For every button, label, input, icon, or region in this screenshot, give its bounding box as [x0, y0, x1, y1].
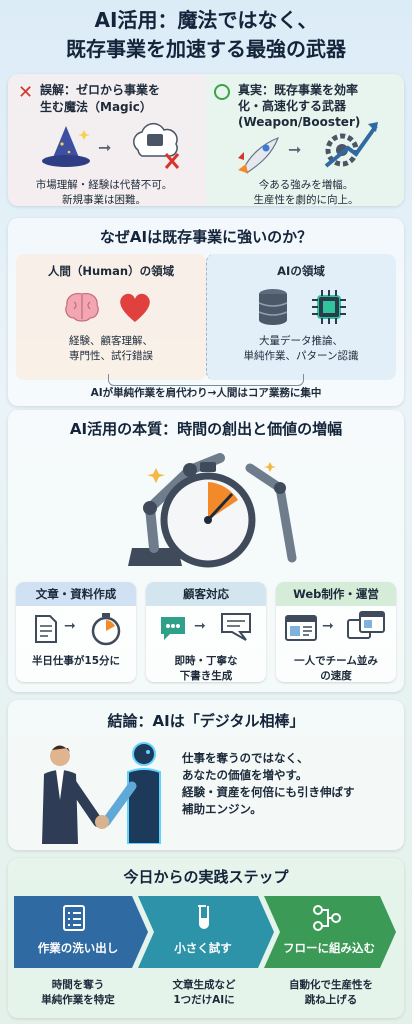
web-arrow-icon: ➞	[322, 618, 334, 634]
myth-arrow-icon: ➞	[98, 138, 112, 157]
reply-bubble-icon	[221, 613, 251, 641]
steps-title: 今日からの実践ステップ	[123, 868, 289, 886]
essence-card-title: 文章・資料作成	[16, 582, 136, 606]
essence-card-desc-documents: 半日仕事が15分に	[31, 655, 121, 667]
heart-icon	[120, 293, 150, 322]
ai-domain-heading: AIの領域	[277, 264, 325, 278]
brain-icon	[65, 293, 99, 322]
human-domain-box	[16, 254, 206, 380]
ai-domain-box	[206, 254, 396, 380]
chip-icon	[312, 290, 346, 324]
essence-title: AI活用の本質：時間の創出と価値の増幅	[69, 420, 343, 438]
step-label-2: 小さく試す	[174, 941, 232, 955]
myth-description: 市場理解・経験は代替不可。 新規事業は困難。	[35, 179, 173, 206]
page-title: AI活用：魔法ではなく、 既存事業を加速する最強の武器	[66, 8, 346, 61]
step-desc-3: 自動化で生産性を 跳ね上げる	[289, 979, 373, 1006]
test-tube-icon	[198, 905, 209, 929]
step-label-1: 作業の洗い出し	[37, 941, 119, 955]
chat-arrow-icon: ➞	[194, 618, 206, 634]
wizard-hat-icon	[42, 126, 90, 167]
truth-column	[206, 74, 404, 206]
truth-description: 今ある強みを増幅。 生産性を劇的に向上。	[253, 179, 359, 206]
chat-bubble-icon	[161, 617, 185, 640]
browser-window-icon	[285, 615, 317, 641]
gear-growth-icon	[324, 122, 378, 168]
checklist-icon	[63, 905, 85, 931]
document-icon	[35, 615, 57, 643]
why-footer: AIが単純作業を肩代わり→人間はコア業務に集中	[90, 387, 322, 399]
myth-x-icon: ✕	[18, 82, 34, 103]
human-domain-description: 経験、顧客理解、 専門性、試行錯誤	[69, 335, 153, 362]
human-ai-handshake-illustration	[42, 742, 161, 844]
ai-domain-description: 大量データ推論、 単純作業、パターン認識	[243, 335, 359, 362]
step-arrows	[14, 896, 396, 968]
timer-icon	[91, 613, 121, 646]
conclusion-message: 仕事を奪うのではなく、 あなたの価値を増やす。 経験・資産を何倍にも引き伸ばす …	[182, 751, 355, 816]
conclusion-title: 結論：AIは「デジタル相棒」	[107, 712, 305, 730]
doc-arrow-icon: ➞	[64, 618, 76, 634]
myth-heading: 誤解：ゼロから事業を 生む魔法（Magic）	[40, 83, 161, 114]
flow-connector	[108, 374, 304, 386]
truth-heading: 真実：既存事業を効率 化・高速化する武器 (Weapon/Booster)	[238, 83, 361, 129]
why-title: なぜAIは既存事業に強いのか？	[99, 228, 313, 246]
step-desc-2: 文章生成など 1つだけAIに	[172, 979, 236, 1006]
multi-window-icon	[347, 611, 385, 639]
truth-arrow-icon: ➞	[288, 140, 302, 159]
essence-card-desc-web: 一人でチーム並み の速度	[294, 655, 378, 682]
essence-card-desc-customer: 即時・丁寧な 下書き生成	[174, 655, 238, 682]
stopwatch-robot-arm-icon	[128, 453, 297, 568]
workflow-icon	[313, 905, 341, 931]
thought-cloud-icon	[133, 122, 180, 169]
human-domain-heading: 人間（Human）の領域	[47, 264, 175, 278]
truth-circle-icon	[214, 84, 230, 100]
database-icon	[258, 289, 288, 325]
step-label-3: フローに組み込む	[283, 941, 375, 955]
essence-card-title: 顧客対応	[146, 582, 266, 606]
step-desc-1: 時間を奪う 単純作業を特定	[41, 979, 115, 1006]
rocket-icon	[238, 136, 280, 174]
essence-card-title: Web制作・運営	[276, 582, 396, 606]
